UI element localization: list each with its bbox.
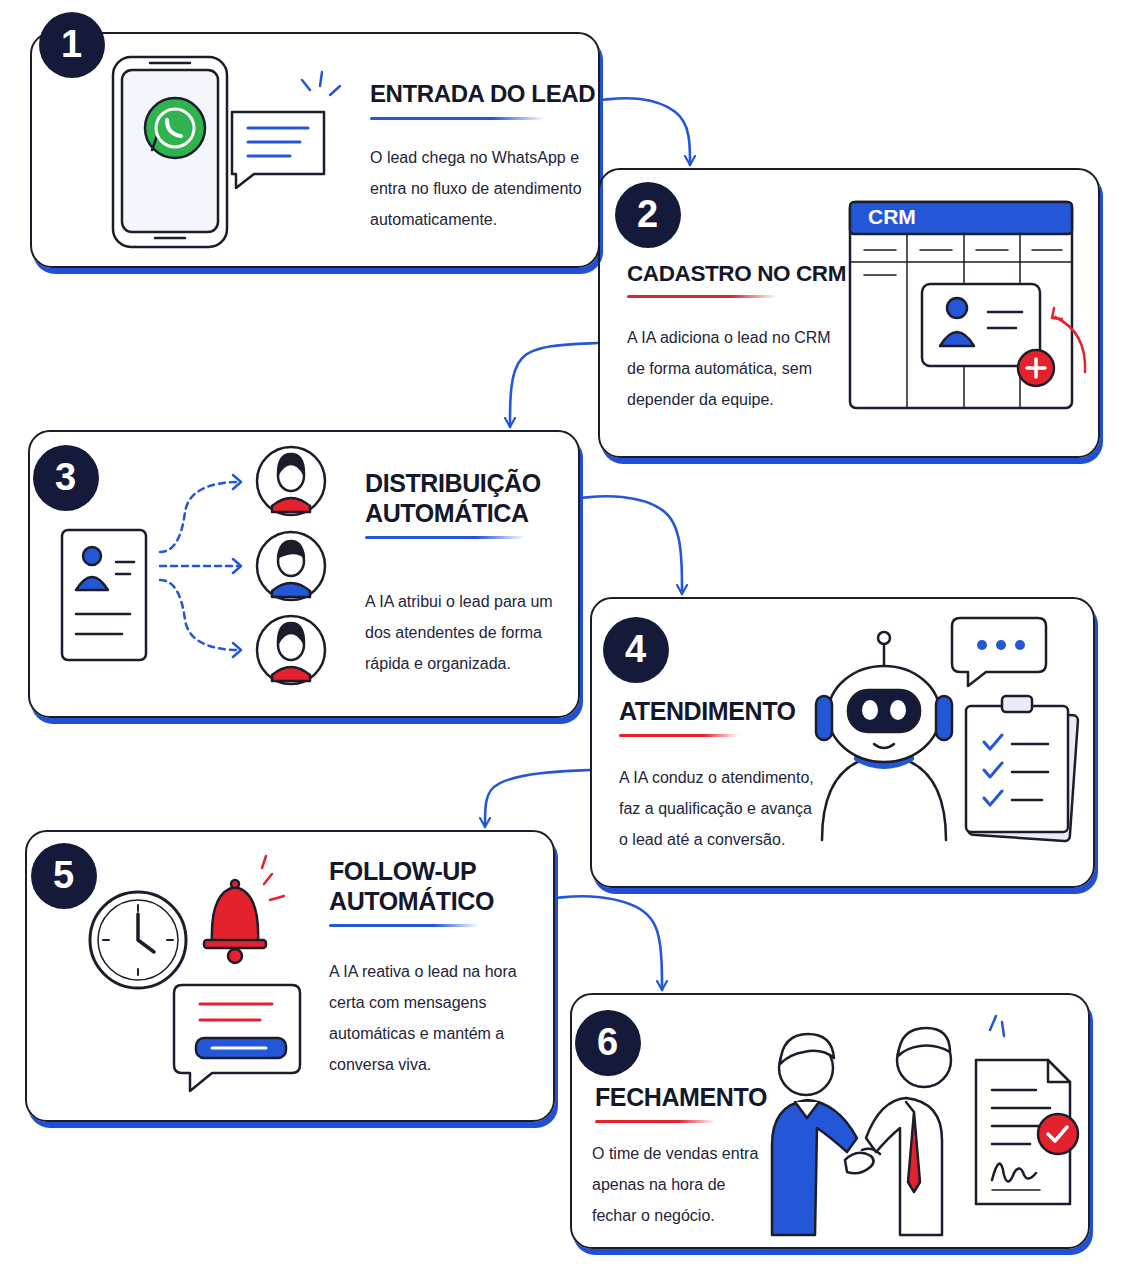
callout-number: 3 xyxy=(55,456,76,499)
window-title: CRM xyxy=(868,205,916,229)
step-description: A IA conduz o atendimento, faz a qualifi… xyxy=(619,762,824,855)
step-number-badge: 2 xyxy=(615,182,681,248)
handshake-illustration xyxy=(772,1016,1078,1235)
flow-arrow xyxy=(600,98,690,165)
flow-arrow xyxy=(485,770,590,827)
step-description: A IA atribui o lead para um dos atendent… xyxy=(365,586,577,679)
step-card: DISTRIBUIÇÃO AUTOMÁTICA A IA atribui o le… xyxy=(28,430,580,718)
step-number-badge: 4 xyxy=(603,617,669,683)
heading-underline xyxy=(619,734,739,737)
step-heading: ENTRADA DO LEAD xyxy=(370,80,598,109)
step-heading: ATENDIMENTO xyxy=(619,696,819,726)
heading-underline xyxy=(365,536,525,539)
step-heading: FECHAMENTO xyxy=(595,1082,775,1112)
step-heading: DISTRIBUIÇÃO AUTOMÁTICA xyxy=(365,468,575,528)
step-card: ENTRADA DO LEAD O lead chega no WhatsApp … xyxy=(30,32,600,268)
callout-number: 4 xyxy=(625,628,646,671)
step-number-badge: 5 xyxy=(31,843,97,909)
heading-underline xyxy=(595,1120,715,1123)
callout-number: 2 xyxy=(637,193,658,236)
callout-number: 5 xyxy=(53,854,74,897)
phone-illustration xyxy=(113,57,340,247)
flow-arrow xyxy=(580,496,682,594)
heading-underline xyxy=(627,295,777,298)
step-description: O lead chega no WhatsApp e entra no flux… xyxy=(370,142,596,235)
heading-underline xyxy=(329,924,479,927)
distribution-illustration xyxy=(62,447,325,684)
step-number-badge: 1 xyxy=(39,12,105,78)
robot-illustration xyxy=(816,618,1078,841)
flow-arrow xyxy=(555,896,662,990)
step-description: A IA reativa o lead na hora certa com me… xyxy=(329,956,549,1080)
callout-number: 1 xyxy=(61,23,82,66)
step-description: A IA adiciona o lead no CRM de forma aut… xyxy=(627,322,845,415)
step-description: O time de vendas entra apenas na hora de… xyxy=(592,1138,772,1231)
step-heading: FOLLOW-UP AUTOMÁTICO xyxy=(329,856,539,916)
crm-window xyxy=(850,202,1085,408)
step-number-badge: 3 xyxy=(33,445,99,511)
callout-number: 6 xyxy=(597,1021,618,1064)
step-card: FOLLOW-UP AUTOMÁTICO A IA reativa o lead … xyxy=(25,830,555,1122)
step-card: ATENDIMENTO A IA conduz o atendimento, fa… xyxy=(590,597,1095,888)
heading-underline xyxy=(370,117,545,120)
step-number-badge: 6 xyxy=(575,1010,641,1076)
step-card: FECHAMENTO O time de vendas entra apenas … xyxy=(570,993,1090,1249)
followup-illustration xyxy=(90,856,300,1091)
step-heading: CADASTRO NO CRM xyxy=(627,260,847,287)
flow-arrow xyxy=(510,343,598,427)
step-card: CADASTRO NO CRM A IA adiciona o lead no C… xyxy=(598,168,1100,458)
